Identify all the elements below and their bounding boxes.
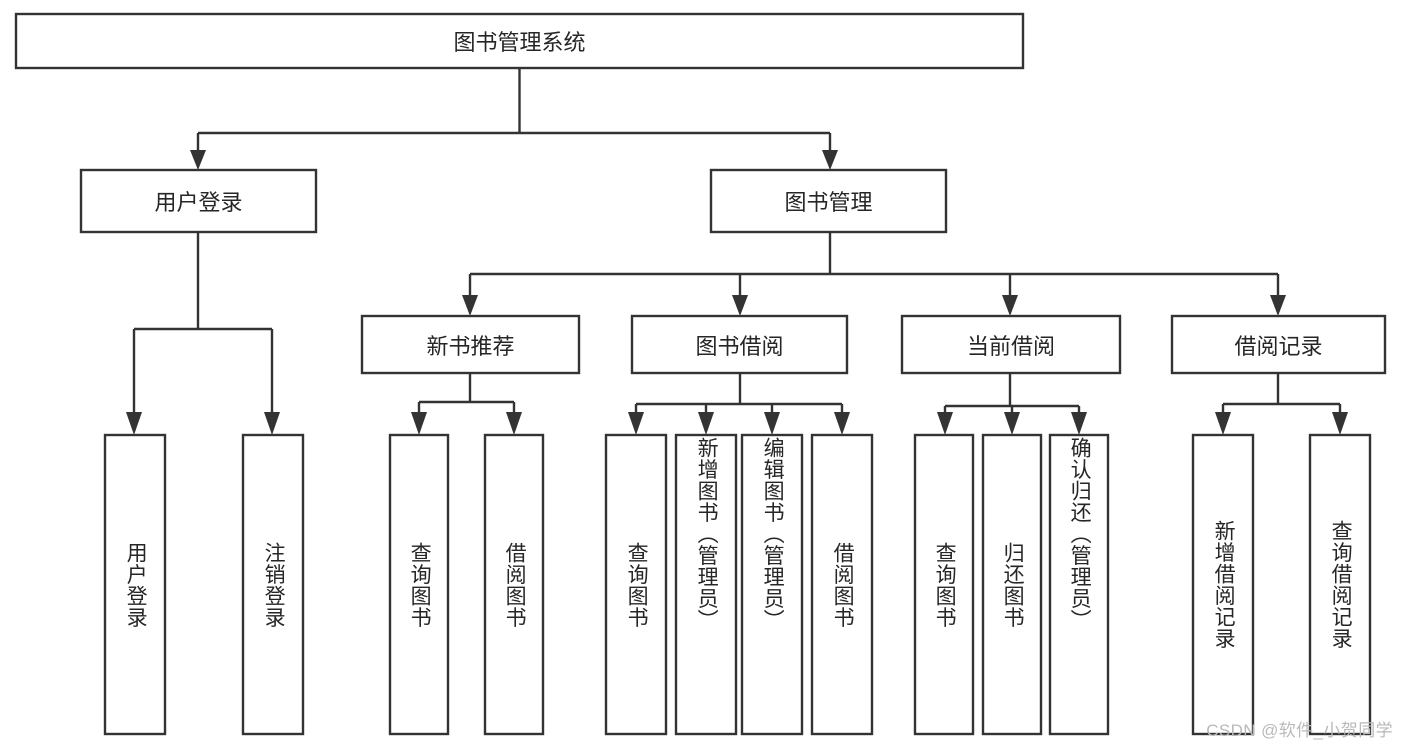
arrowhead-leaf-add-book: [698, 412, 714, 435]
arrowhead-leaf-query-book-2: [628, 412, 644, 435]
node-box-leaf-add-book[interactable]: [674, 433, 738, 736]
node-box-leaf-query-book-3[interactable]: [913, 433, 975, 736]
arrowhead-current-borrow: [1002, 295, 1018, 316]
arrowhead-borrow-record: [1270, 295, 1286, 316]
connector-group-book-borrow: [628, 373, 850, 435]
node-box-leaf-add-record[interactable]: [1191, 433, 1255, 736]
arrowhead-leaf-query-book-3: [937, 412, 953, 435]
arrowhead-leaf-borrow-book-2: [834, 412, 850, 435]
arrowhead-leaf-add-record: [1215, 412, 1231, 435]
node-box-leaf-edit-book[interactable]: [740, 433, 804, 736]
connector-group-book-manage: [462, 232, 1286, 316]
connector-group-new-book-recommend: [411, 373, 522, 435]
arrowhead-leaf-return-book: [1004, 412, 1020, 435]
node-box-leaf-query-book-1[interactable]: [388, 433, 450, 736]
node-box-book-borrow[interactable]: [630, 314, 849, 375]
node-box-leaf-user-login[interactable]: [103, 433, 167, 736]
node-box-leaf-confirm-return[interactable]: [1048, 433, 1110, 736]
node-box-leaf-query-record[interactable]: [1308, 433, 1372, 736]
node-box-leaf-return-book[interactable]: [981, 433, 1043, 736]
connector-group-borrow-record: [1215, 373, 1348, 435]
node-box-book-manage[interactable]: [709, 168, 948, 234]
arrowhead-leaf-borrow-book-1: [506, 412, 522, 435]
node-box-leaf-borrow-book-2[interactable]: [810, 433, 874, 736]
arrowhead-leaf-query-book-1: [411, 412, 427, 435]
node-box-current-borrow[interactable]: [900, 314, 1122, 375]
arrowhead-book-manage: [822, 150, 838, 170]
arrowhead-leaf-query-record: [1332, 412, 1348, 435]
node-box-new-book-recommend[interactable]: [360, 314, 581, 375]
node-box-leaf-borrow-book-1[interactable]: [483, 433, 545, 736]
arrowhead-leaf-confirm-return: [1071, 412, 1087, 435]
connector-group-root: [190, 68, 838, 170]
arrowhead-leaf-user-logout: [264, 412, 280, 435]
node-box-user-login[interactable]: [79, 168, 318, 234]
node-box-leaf-user-logout[interactable]: [241, 433, 305, 736]
node-box-leaf-query-book-2[interactable]: [604, 433, 668, 736]
node-box-root[interactable]: [14, 12, 1025, 70]
arrowhead-user-login: [190, 150, 206, 170]
arrowhead-new-book-recommend: [462, 295, 478, 316]
node-box-borrow-record[interactable]: [1170, 314, 1387, 375]
connector-group-current-borrow: [937, 373, 1087, 435]
arrowhead-leaf-user-login: [126, 412, 142, 435]
connector-group-user-login: [126, 232, 280, 435]
arrowhead-book-borrow: [732, 295, 748, 316]
arrowhead-leaf-edit-book: [764, 412, 780, 435]
